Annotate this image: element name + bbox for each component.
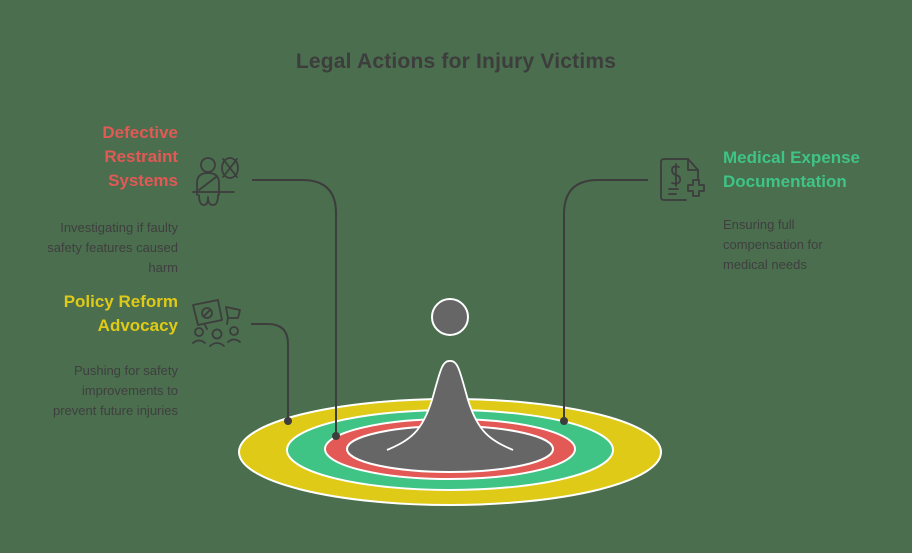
ripple-rings xyxy=(238,398,662,506)
description-line: prevent future injuries xyxy=(52,403,178,418)
description-line: harm xyxy=(148,260,178,275)
connector-lines xyxy=(251,179,648,435)
heading-line: Systems xyxy=(108,171,178,190)
connector-dot-red xyxy=(332,432,340,440)
diagram-title: Legal Actions for Injury Victims xyxy=(295,50,617,73)
connector-dot-green xyxy=(560,417,568,425)
item-description-medical-expense: Ensuring full compensation for medical n… xyxy=(723,215,893,275)
description-line: Investigating if faulty xyxy=(60,220,178,235)
item-description-policy-reform: Pushing for safety improvements to preve… xyxy=(10,361,178,421)
medical-bill-icon xyxy=(660,158,705,201)
splash-peak xyxy=(387,360,513,450)
water-drop xyxy=(431,298,469,336)
description-line: safety features caused xyxy=(47,240,178,255)
description-line: improvements to xyxy=(81,383,178,398)
splash-peak-outline xyxy=(386,360,514,451)
description-line: Ensuring full xyxy=(723,217,795,232)
description-line: medical needs xyxy=(723,257,807,272)
connector-defective-restraint xyxy=(252,179,337,435)
heading-line: Restraint xyxy=(104,147,178,166)
item-description-defective-restraint: Investigating if faulty safety features … xyxy=(10,218,178,278)
description-line: Pushing for safety xyxy=(73,363,178,378)
heading-line: Defective xyxy=(102,123,178,142)
heading-line: Advocacy xyxy=(97,316,178,335)
protest-group-icon xyxy=(192,299,241,347)
item-heading-defective-restraint: Defective Restraint Systems xyxy=(40,121,178,193)
seatbelt-person-icon xyxy=(192,157,239,206)
heading-line: Documentation xyxy=(723,172,847,191)
item-heading-medical-expense: Medical Expense Documentation xyxy=(723,146,903,194)
heading-line: Policy Reform xyxy=(63,292,178,311)
heading-line: Medical Expense xyxy=(723,148,861,167)
item-heading-policy-reform: Policy Reform Advocacy xyxy=(20,290,178,338)
description-line: compensation for xyxy=(723,237,823,252)
connector-policy-reform xyxy=(251,323,289,420)
connector-dot-yellow xyxy=(284,417,292,425)
connector-medical-expense xyxy=(563,179,648,420)
